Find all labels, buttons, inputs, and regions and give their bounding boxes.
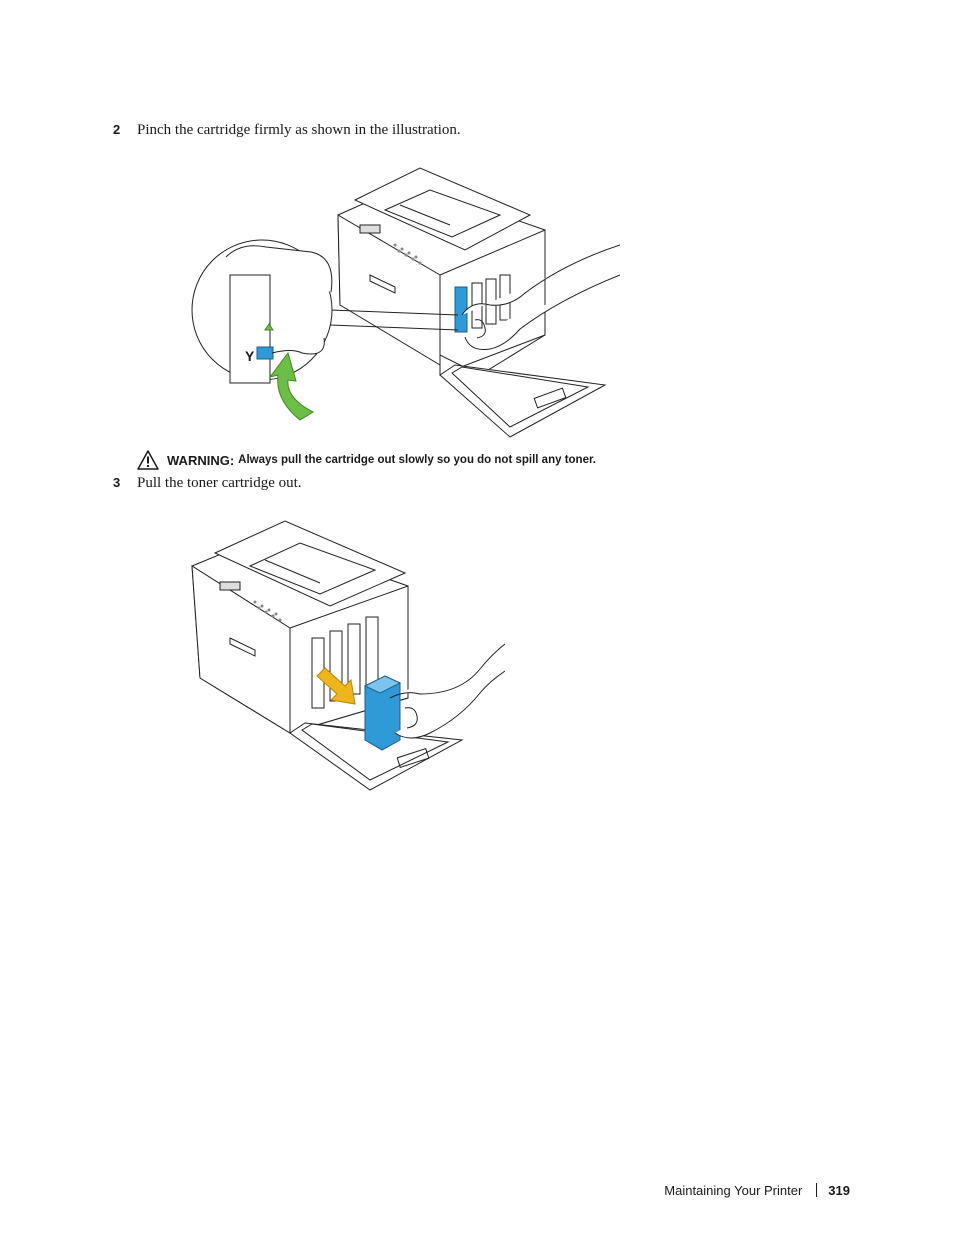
step-2: 2 Pinch the cartridge firmly as shown in … <box>113 121 461 139</box>
warning-text: Always pull the cartridge out slowly so … <box>238 454 597 466</box>
green-arrow-icon <box>268 351 315 421</box>
step-text: Pinch the cartridge firmly as shown in t… <box>137 122 461 138</box>
footer-divider <box>816 1183 818 1197</box>
warning-triangle-icon <box>137 450 159 470</box>
warning-note: WARNING: Always pull the cartridge out s… <box>137 448 596 472</box>
footer-section-title: Maintaining Your Printer <box>664 1182 803 1198</box>
callout-color-label: Y <box>245 348 255 364</box>
page-footer: Maintaining Your Printer 319 <box>600 1180 850 1200</box>
warning-label: WARNING: <box>167 452 235 468</box>
pinch-cartridge-illustration: Y <box>191 167 620 438</box>
step-number: 3 <box>113 475 121 490</box>
step-text: Pull the toner cartridge out. <box>137 475 302 491</box>
pull-cartridge-illustration <box>191 520 505 791</box>
step-3: 3 Pull the toner cartridge out. <box>113 474 302 492</box>
page-number: 319 <box>828 1182 850 1198</box>
yellow-arrow-icon <box>316 667 356 705</box>
step-number: 2 <box>113 122 121 137</box>
